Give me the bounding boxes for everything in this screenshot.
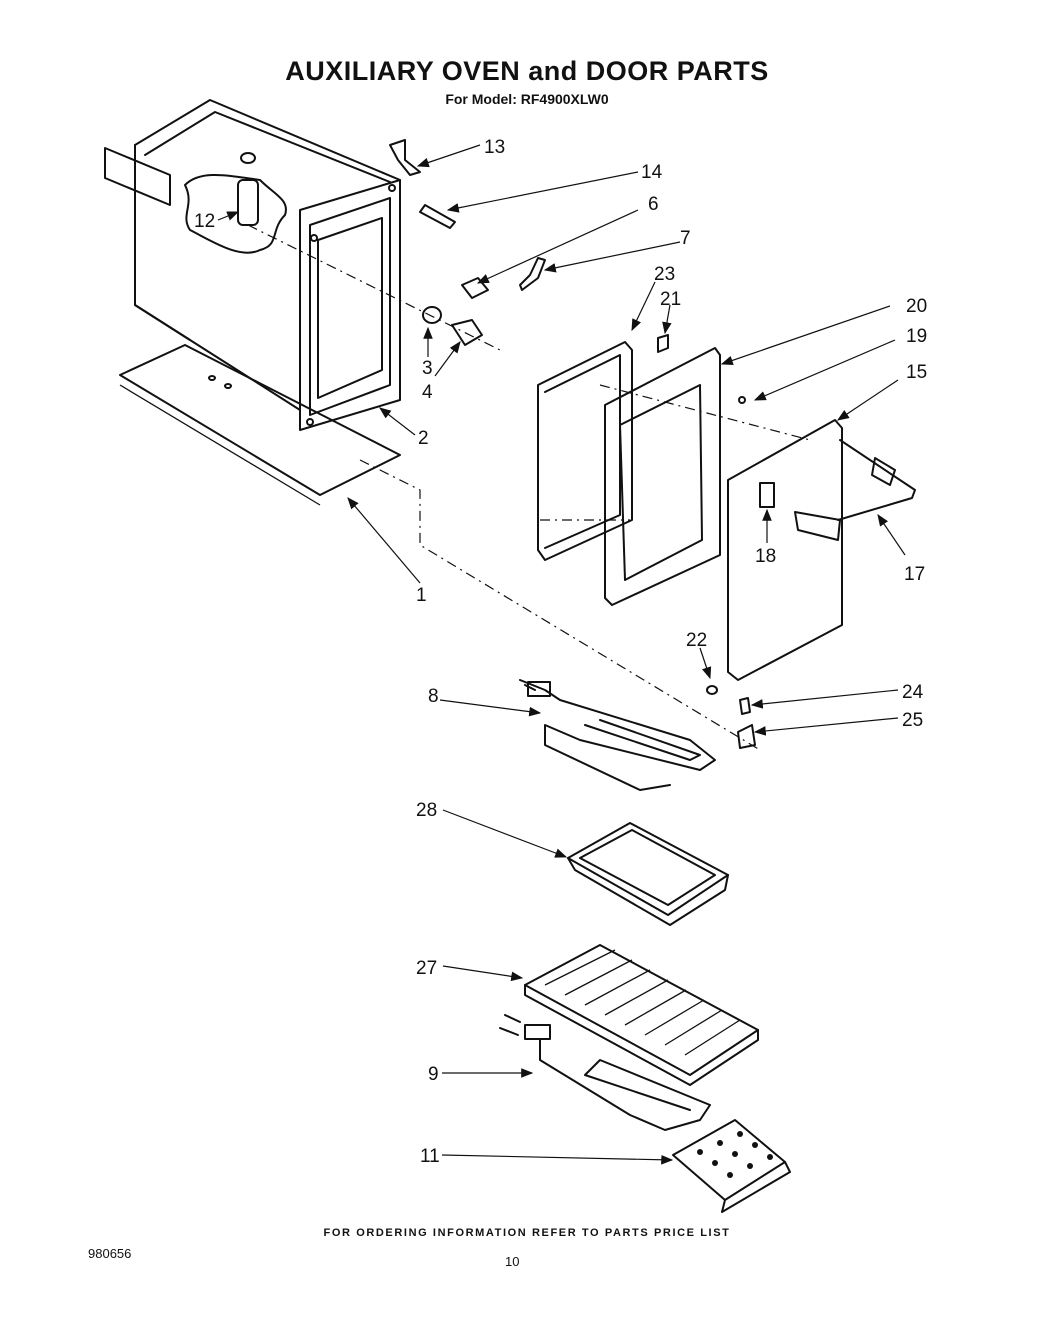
callout-24: 24 [902, 682, 924, 703]
callout-22: 22 [686, 630, 707, 651]
callout-27: 27 [416, 958, 437, 979]
bake-element-drawing [499, 1014, 711, 1131]
alignment-lines [247, 224, 811, 751]
broiler-pan-drawing [567, 822, 729, 926]
front-frame-drawing [299, 179, 401, 431]
callout-7: 7 [680, 228, 691, 249]
ordering-note: FOR ORDERING INFORMATION REFER TO PARTS … [323, 1227, 731, 1239]
callout-18: 18 [755, 546, 776, 567]
door-assembly-drawing [537, 334, 916, 749]
broil-element-drawing [519, 679, 716, 791]
oven-rack-drawing [524, 944, 759, 1086]
callout-25: 25 [902, 710, 923, 731]
callout-3: 3 [422, 358, 433, 379]
callout-17: 17 [904, 564, 925, 585]
callout-4: 4 [422, 382, 433, 403]
callout-8: 8 [428, 686, 439, 707]
oven-liner-drawing [104, 99, 401, 411]
document-number: 980656 [88, 1246, 132, 1261]
callout-11: 11 [420, 1146, 440, 1167]
callout-20: 20 [906, 296, 927, 317]
callout-labels: 1 2 3 4 6 7 8 9 11 12 13 14 15 17 18 19 … [194, 137, 927, 1167]
callout-2: 2 [418, 428, 429, 449]
page-number: 10 [505, 1254, 520, 1269]
callout-14: 14 [641, 162, 663, 183]
callout-9: 9 [428, 1064, 439, 1085]
page-title: AUXILIARY OVEN and DOOR PARTS [285, 56, 769, 86]
callout-12: 12 [194, 211, 215, 232]
callout-21: 21 [660, 289, 681, 310]
callout-19: 19 [906, 326, 927, 347]
callout-1: 1 [416, 585, 427, 606]
callout-13: 13 [484, 137, 505, 158]
callout-15: 15 [906, 362, 927, 383]
model-subtitle: For Model: RF4900XLW0 [445, 91, 609, 107]
callout-28: 28 [416, 800, 437, 821]
callout-23: 23 [654, 264, 675, 285]
oven-bottom-drawing [119, 344, 401, 506]
bottom-plate-drawing [672, 1119, 791, 1213]
small-parts-drawing [389, 139, 546, 346]
callout-leaders [217, 144, 906, 1165]
callout-6: 6 [648, 194, 659, 215]
